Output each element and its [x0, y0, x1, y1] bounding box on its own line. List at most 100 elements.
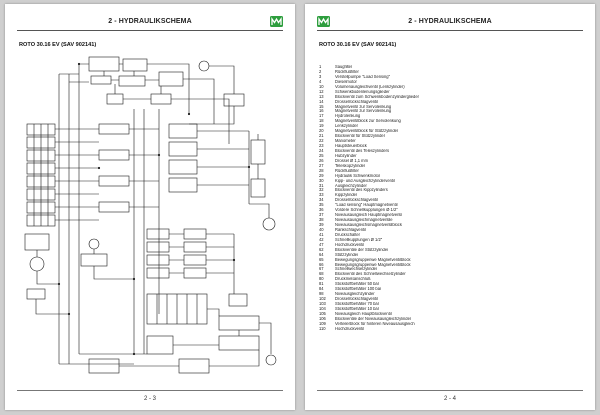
legend-text: Magnetventilblock für Stützzylinder [335, 129, 399, 134]
legend-text: Hochdruckventil [335, 326, 365, 331]
legend-number: 19 [319, 123, 324, 129]
legend-item: 28 Rückflußfilter [319, 167, 479, 174]
legend-text: Hubzylinder [335, 153, 357, 158]
legend-text: Niveausgleichzylinder [335, 292, 375, 297]
legend-item: 10 Volumenausgleichventil (Lenkzylinder) [319, 83, 479, 90]
legend-text: Rankschlagventil [335, 227, 366, 232]
legend-number: 40 [319, 226, 324, 232]
legend-text: Rückflußfilter [335, 168, 359, 173]
legend-text: Drosselrückschlagventil [335, 99, 379, 104]
legend-text: Drosselrückschlagventil [335, 198, 379, 203]
legend-number: 47 [319, 241, 324, 247]
legend-item: 39 Niveausausgleichsmagnetventilblock [319, 222, 479, 228]
legend-text: Schwenkbodenlenungsglieder [335, 89, 390, 94]
legend-number: 10 [319, 83, 324, 89]
legend-item: 103 Stickstoffbehälter 70 bar [319, 301, 479, 307]
legend-number: 68 [319, 271, 324, 277]
legend-number: 17 [319, 113, 324, 119]
legend-number: 37 [319, 212, 324, 218]
legend-number: 66 [319, 261, 324, 267]
legend-number: 12 [319, 88, 324, 94]
page-title: 2 - HYDRAULIKSCHEMA [408, 18, 492, 25]
legend-text: Rückflußfilter [335, 69, 359, 74]
legend-number: 4 [319, 78, 322, 84]
legend-text: Dieselmotor [335, 79, 357, 84]
legend-text: Vordere Schnellkupplungen Ø 1/2" [335, 208, 398, 213]
legend-number: 18 [319, 118, 324, 124]
legend-number: 65 [319, 256, 324, 262]
legend-text: Volumenausgleichventil (Lenkzylinder) [335, 84, 405, 89]
legend-number: 29 [319, 172, 324, 178]
legend-number: 13 [319, 93, 324, 99]
legend-text: Blockventil des Kippzylinders [335, 188, 388, 193]
legend-text: Hydrolenkung [335, 114, 361, 119]
legend-number: 27 [319, 162, 324, 168]
legend-number: 39 [319, 222, 324, 227]
legend-text: Bewegungsgruppenwe Magnetventilblock [335, 262, 411, 267]
legend-number: 35 [319, 202, 324, 208]
legend-number: 67 [319, 266, 324, 272]
legend-item: 40 Rankschlagventil [319, 226, 479, 233]
footer-rule [17, 390, 283, 391]
legend-number: 28 [319, 167, 324, 173]
legend-number: 36 [319, 207, 324, 213]
legend-number: 20 [319, 128, 324, 134]
legend-item: 66 Bewegungsgruppenwe Magnetventilblock [319, 261, 479, 268]
legend-text: Niveausausgleichsmagnetventilblock [335, 223, 402, 227]
legend-item: 4 Dieselmotor [319, 78, 479, 85]
legend-number: 106 [319, 315, 326, 321]
legend-number: 110 [319, 325, 326, 331]
page-right: 2 - HYDRAULIKSCHEMA ROTO 30.16 EV (SAV 9… [305, 4, 595, 410]
legend-number: 62 [319, 246, 324, 252]
legend-text: Magnetventil zur Servolenkung [335, 104, 392, 109]
legend-item: 35"Load sensing" Hauptmagnetventil [319, 202, 479, 208]
legend-number: 32 [319, 187, 324, 193]
legend-text: Kippzylinder [335, 193, 358, 198]
page-number-left: 2 - 3 [143, 396, 156, 402]
page-left: 2 - HYDRAULIKSCHEMA ROTO 30.16 EV (SAV 9… [5, 4, 295, 410]
legend-text: Stickstoffbehälter 100 bar [335, 287, 382, 292]
model-subtitle: ROTO 30.16 EV (SAV 902141) [19, 42, 97, 48]
legend-item: 36 Vordere Schnellkupplungen Ø 1/2" [319, 207, 479, 213]
legend-number: 103 [319, 301, 326, 306]
legend-text: Blockventil für Stützzylinder [335, 134, 386, 139]
legend-item: 17 Hydrolenkung [319, 113, 479, 119]
legend-number: 24 [319, 147, 324, 153]
legend-number: 3 [319, 73, 322, 79]
legend-number: 2 [319, 68, 322, 74]
legend-number: 23 [319, 143, 324, 148]
legend-item: 29 Hydraulik Schwenkmotor [319, 172, 479, 179]
legend-number: 25 [319, 152, 324, 158]
legend-text: Stickstoffbehälter 70 bar [335, 302, 380, 306]
footer-rule [317, 390, 583, 391]
legend-text: Blockventile der Stützzylinder [335, 247, 389, 252]
legend-item: 2 Rückflußfilter [319, 68, 479, 75]
manufacturer-logo-icon [270, 16, 283, 27]
legend-text: Hydraulik Schwenkmotor [335, 173, 381, 178]
page-header: 2 - HYDRAULIKSCHEMA [317, 16, 583, 31]
